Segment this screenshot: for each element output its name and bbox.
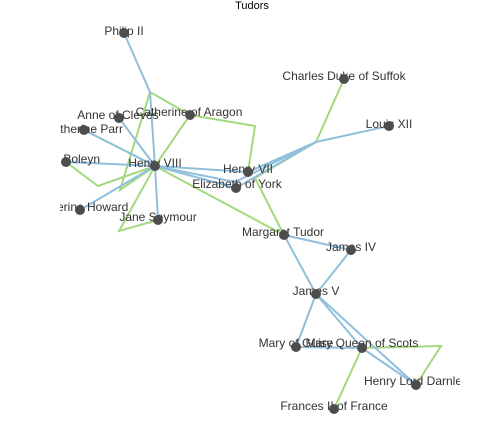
- node-james-v[interactable]: [311, 289, 321, 299]
- node-henry-vii[interactable]: [243, 167, 253, 177]
- label-catherine-parr: Catherine Parr: [45, 122, 123, 136]
- edge-mary-scots-darnley-b: [361, 347, 417, 386]
- edge-mary-guise-mary-scots: [295, 346, 363, 349]
- node-elizabeth-of-york[interactable]: [231, 183, 241, 193]
- edge-margaret-james5: [283, 234, 317, 295]
- edge-charles-margaret: [253, 78, 345, 236]
- edge-henry8-anne-cleves: [118, 117, 156, 167]
- node-catherine-howard[interactable]: [75, 205, 85, 215]
- node-charles-duke-of-suffolk[interactable]: [339, 74, 349, 84]
- label-henry-lord-darnley: Henry Lord Darnley: [364, 374, 468, 388]
- edge-henry8-louis: [154, 125, 390, 184]
- node-margaret-tudor[interactable]: [279, 230, 289, 240]
- edge-henry8-jane-seymour: [116, 165, 159, 233]
- node-james-iv[interactable]: [346, 245, 356, 255]
- edge-henry8-anne-boleyn-b: [65, 161, 156, 167]
- edge-henry8-catherine-howard: [79, 165, 156, 211]
- node-jane-seymour[interactable]: [153, 215, 163, 225]
- edge-mary-scots-darnley: [361, 344, 443, 386]
- node-henry-lord-darnley[interactable]: [411, 380, 421, 390]
- node-louis-xii[interactable]: [384, 121, 394, 131]
- edge-james5-mary-scots: [315, 293, 363, 349]
- edge-henry8-jane-seymour-b: [154, 165, 159, 221]
- node-anne-of-cleves[interactable]: [114, 113, 124, 123]
- edge-james5-mary-guise: [295, 293, 317, 348]
- edge-henry7-louis: [247, 141, 317, 173]
- node-philip-ii[interactable]: [119, 28, 129, 38]
- node-henry-viii[interactable]: [150, 161, 160, 171]
- edge-mary-scots-francis: [333, 347, 363, 410]
- node-anne-boleyn[interactable]: [61, 157, 71, 167]
- chart-title: Tudors: [235, 0, 269, 12]
- edge-margaret-james4: [283, 234, 352, 251]
- node-frances-ii-of-france[interactable]: [329, 404, 339, 414]
- edge-henry8-henry7: [154, 165, 249, 173]
- node-catherine-parr[interactable]: [79, 125, 89, 135]
- edge-james4-james5: [315, 249, 352, 295]
- edge-henry8-catherine-parr-b: [83, 129, 156, 167]
- edge-elizabeth-louis: [235, 141, 317, 189]
- edge-henry8-anne-boleyn: [65, 161, 156, 188]
- node-mary-queen-of-scots[interactable]: [357, 343, 367, 353]
- edge-henry7-elizabeth-york-direct: [154, 165, 285, 236]
- edge-james5-darnley: [315, 293, 417, 386]
- edge-philip-henry8: [123, 32, 156, 167]
- edge-henry7-elizabeth-york: [154, 113, 257, 173]
- node-catherine-of-aragon[interactable]: [185, 110, 195, 120]
- node-mary-of-guise[interactable]: [291, 342, 301, 352]
